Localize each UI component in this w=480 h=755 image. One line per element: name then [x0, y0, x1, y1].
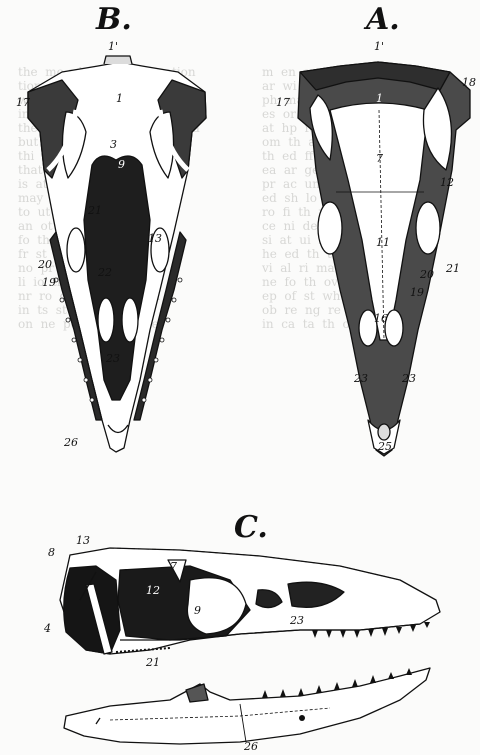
label-b-1prime: 1' [108, 40, 118, 53]
label-b-1: 1 [116, 92, 123, 105]
label-a-12: 12 [440, 176, 454, 189]
label-a-11: 11 [376, 236, 390, 249]
label-a-20: 20 [420, 268, 434, 281]
label-a-19: 19 [410, 286, 424, 299]
label-jaw-26: 26 [244, 740, 258, 753]
label-a-1: 1 [376, 92, 383, 105]
label-a-18: 18 [462, 76, 476, 89]
label-b-23: 23 [106, 352, 120, 365]
label-c-7: 7 [170, 560, 177, 573]
label-c-12: 12 [146, 584, 160, 597]
label-b-17: 17 [16, 96, 30, 109]
label-a-23-left: 23 [354, 372, 368, 385]
label-b-9: 9 [118, 158, 125, 171]
label-b-22: 22 [98, 266, 112, 279]
skull-a-ventral [298, 62, 470, 456]
label-c-9: 9 [194, 604, 201, 617]
skull-c-lateral [60, 548, 440, 654]
label-b-13: 13 [148, 232, 162, 245]
label-a-25: 25 [378, 440, 392, 453]
label-b-19: 19 [42, 276, 56, 289]
label-c-8: 8 [48, 546, 55, 559]
label-a-23-right: 23 [402, 372, 416, 385]
label-b-3: 3 [110, 138, 117, 151]
label-b-26: 26 [64, 436, 78, 449]
label-a-16: 16 [374, 312, 388, 325]
label-c-13: 13 [76, 534, 90, 547]
label-a-1prime: 1' [374, 40, 384, 53]
label-b-21: 21 [88, 204, 102, 217]
label-a-21: 21 [446, 262, 460, 275]
label-c-23: 23 [290, 614, 304, 627]
label-a-17: 17 [276, 96, 290, 109]
label-a-7: 7 [376, 152, 383, 165]
label-c-21: 21 [146, 656, 160, 669]
skull-b-dorsal [28, 56, 206, 452]
lower-jaw [64, 668, 430, 744]
label-b-20: 20 [38, 258, 52, 271]
label-c-4: 4 [44, 622, 51, 635]
